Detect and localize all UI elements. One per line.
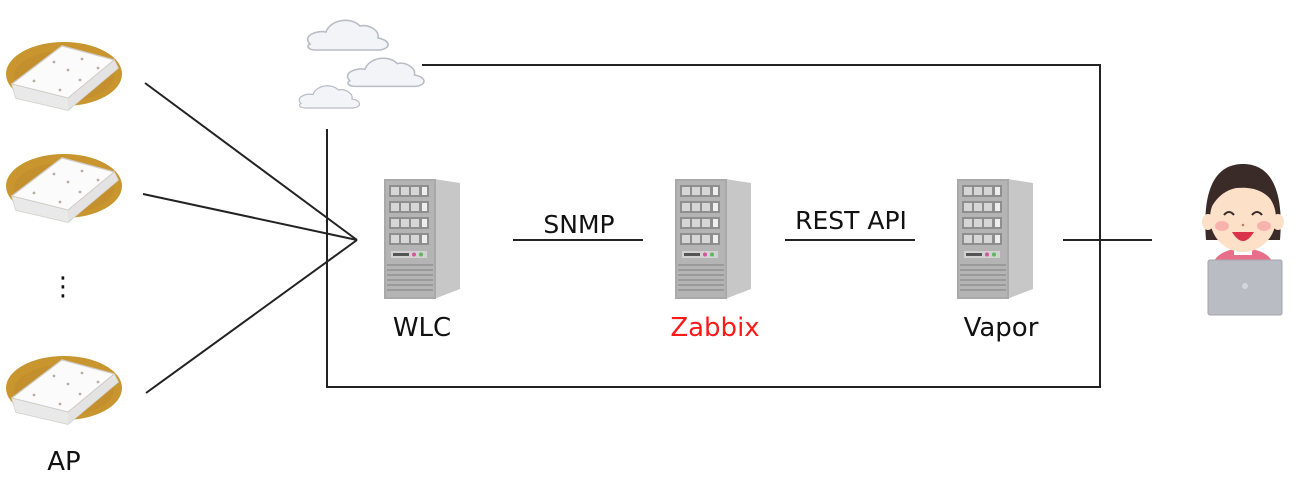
cloud-boundary — [326, 64, 1101, 388]
rest-api-label: REST API — [795, 206, 907, 235]
zabbix-label: Zabbix — [670, 313, 759, 343]
ap-label: AP — [47, 447, 80, 477]
cloud-icon — [346, 57, 425, 88]
zabbix-server-icon — [674, 178, 752, 300]
ap-icon — [5, 153, 123, 223]
cloud-icon — [306, 19, 389, 51]
vapor-server-icon — [956, 178, 1034, 300]
ap-ellipsis: ⋮ — [50, 272, 76, 302]
ap-wlc-line — [144, 82, 358, 241]
ap-wlc-line — [142, 193, 358, 241]
wlc-label: WLC — [393, 313, 451, 343]
vapor-label: Vapor — [964, 313, 1039, 343]
ap-wlc-line — [145, 239, 358, 394]
cloud-icon — [298, 85, 361, 109]
snmp-label: SNMP — [543, 210, 614, 239]
wlc-server-icon — [383, 178, 461, 300]
ap-icon — [5, 41, 123, 111]
ap-wlc-connections — [142, 82, 358, 394]
ap-icon — [5, 355, 123, 425]
user-with-laptop-icon — [1202, 164, 1284, 316]
